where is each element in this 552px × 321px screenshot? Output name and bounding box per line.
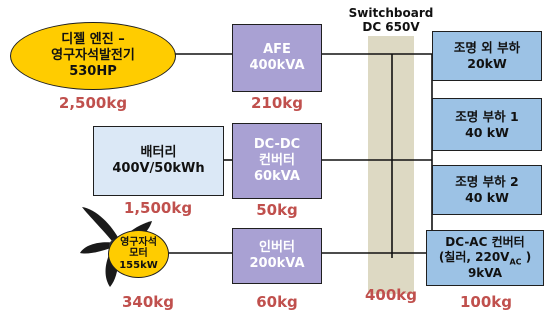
battery-line1: 배터리 [141, 145, 177, 161]
dcdc-weight: 50kg [232, 201, 322, 219]
battery-line2: 400V/50kWh [112, 161, 204, 177]
engine-line3: 530HP [69, 64, 117, 80]
outdoor-load-line1: 조명 외 부하 [454, 40, 520, 56]
engine-line1: 디젤 엔진 – [61, 32, 124, 48]
pm-motor-node: 영구자석 모터 155kW [108, 230, 169, 278]
afe-weight: 210kg [232, 94, 322, 112]
engine-line2: 영구자석발전기 [51, 48, 135, 64]
light-load-1-node: 조명 부하 1 40 kW [432, 98, 542, 151]
dcac-line2: (칠러, 220VAC ) [439, 250, 531, 267]
dcac-line1: DC-AC 컨버터 [445, 235, 524, 249]
engine-weight: 2,500kg [38, 94, 148, 112]
motor-line1: 영구자석 [120, 237, 157, 249]
inverter-line2: 200kVA [249, 256, 304, 272]
switchboard-weight: 400kg [352, 286, 430, 304]
switchboard-label: Switchboard DC 650V [340, 6, 442, 35]
inverter-weight: 60kg [232, 293, 322, 311]
light-load-1-line1: 조명 부하 1 [455, 109, 518, 125]
light-load-2-node: 조명 부하 2 40 kW [432, 165, 542, 215]
dcdc-line2: 컨버터 [259, 153, 295, 169]
switchboard-line2: DC 650V [340, 20, 442, 34]
outdoor-load-line2: 20kW [467, 56, 507, 72]
battery-node: 배터리 400V/50kWh [93, 126, 224, 196]
light-load-2-line2: 40 kW [465, 190, 509, 206]
motor-weight: 340kg [108, 293, 188, 311]
afe-line1: AFE [263, 42, 291, 58]
light-load-1-line2: 40 kW [465, 125, 509, 141]
switchboard-line1: Switchboard [340, 6, 442, 20]
dcac-line2-sub: AC [509, 257, 521, 266]
dcac-converter-node: DC-AC 컨버터 (칠러, 220VAC ) 9kVA [426, 230, 544, 286]
motor-line2: 모터 [129, 248, 147, 260]
afe-node: AFE 400kVA [232, 24, 322, 92]
afe-line2: 400kVA [249, 58, 304, 74]
outdoor-load-node: 조명 외 부하 20kW [432, 31, 542, 81]
dcac-weight: 100kg [446, 293, 526, 311]
inverter-node: 인버터 200kVA [232, 228, 322, 284]
dcac-line3: 9kVA [468, 266, 502, 280]
dcac-line2-suffix: ) [522, 250, 532, 264]
dcac-line2-prefix: (칠러, 220V [439, 250, 510, 264]
dcdc-line3: 60kVA [254, 169, 300, 185]
motor-line3: 155kW [119, 260, 158, 272]
light-load-2-line1: 조명 부하 2 [455, 174, 518, 190]
inverter-line1: 인버터 [259, 240, 295, 256]
diesel-engine-node: 디젤 엔진 – 영구자석발전기 530HP [10, 22, 176, 90]
dcdc-converter-node: DC-DC 컨버터 60kVA [232, 123, 322, 199]
dcdc-line1: DC-DC [254, 137, 300, 153]
